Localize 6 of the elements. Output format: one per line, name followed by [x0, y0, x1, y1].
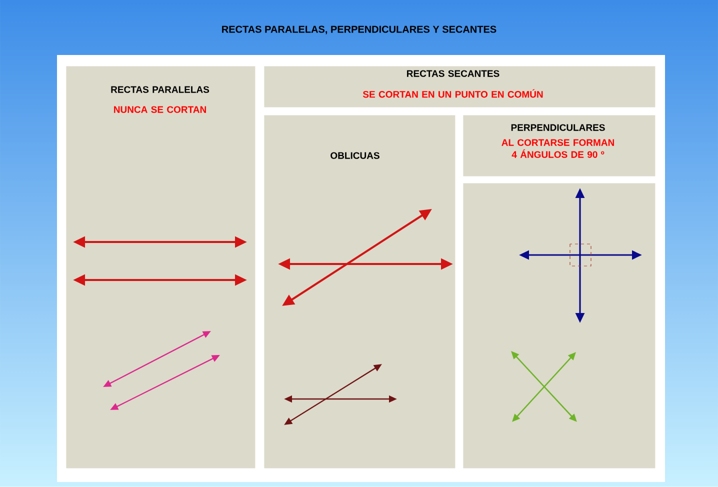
- panel-box: RECTAS SECANTES SE CORTAN EN UN PUNTO EN COMÚN: [264, 66, 656, 108]
- panel-box: PERPENDICULARES AL CORTARSE FORMAN 4 ÁNGULOS DE 90 º: [463, 115, 656, 176]
- panel-box: OBLICUAS: [264, 115, 456, 468]
- panel-box: RECTAS PARALELAS NUNCA SE CORTAN: [66, 66, 256, 468]
- panel-box: [463, 183, 656, 468]
- title: RECTAS PARALELAS, PERPENDICULARES Y SECANTES: [222, 26, 496, 34]
